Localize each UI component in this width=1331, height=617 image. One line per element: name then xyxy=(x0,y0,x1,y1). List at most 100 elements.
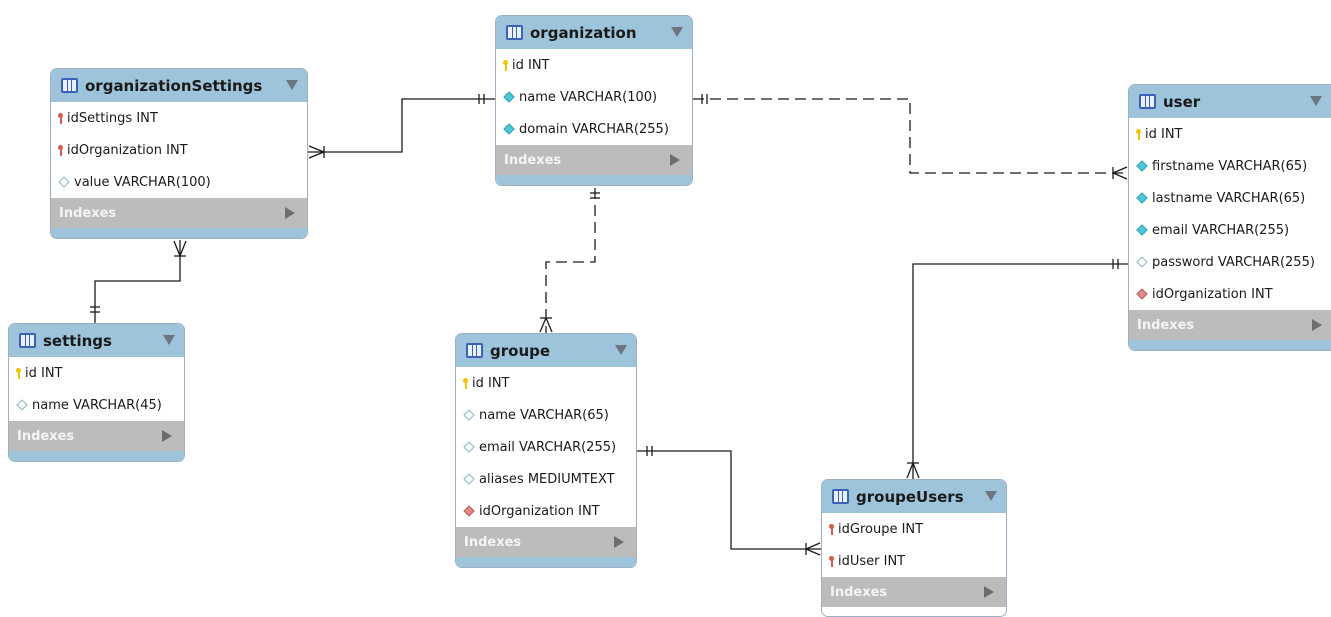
relationship-organization-user xyxy=(693,94,1128,180)
dropdown-arrow-icon[interactable] xyxy=(985,491,997,501)
column-label: idUser INT xyxy=(838,553,906,569)
entity-footer xyxy=(51,228,307,238)
dropdown-arrow-icon[interactable] xyxy=(615,345,627,355)
primary-key-icon xyxy=(16,367,21,379)
column-row[interactable]: id INT xyxy=(496,49,692,81)
relationship-settings-organizationSettings xyxy=(90,240,187,323)
entity-header[interactable]: organization xyxy=(496,16,692,49)
foreign-column-icon xyxy=(1136,288,1148,300)
dropdown-arrow-icon[interactable] xyxy=(163,335,175,345)
entity-title: organization xyxy=(530,23,637,42)
column-row[interactable]: idOrganization INT xyxy=(51,134,307,166)
expand-arrow-icon[interactable] xyxy=(162,430,172,442)
column-row[interactable]: email VARCHAR(255) xyxy=(1129,214,1331,246)
indexes-section[interactable]: Indexes xyxy=(1129,310,1331,340)
column-label: id INT xyxy=(1145,126,1183,142)
not-null-column-icon xyxy=(1136,160,1148,172)
expand-arrow-icon[interactable] xyxy=(984,586,994,598)
table-icon xyxy=(466,343,483,358)
indexes-section[interactable]: Indexes xyxy=(456,527,636,557)
table-icon xyxy=(1139,94,1156,109)
entity-organization[interactable]: organization id INT name VARCHAR(100) do… xyxy=(495,15,693,186)
indexes-section[interactable]: Indexes xyxy=(822,577,1006,607)
column-label: aliases MEDIUMTEXT xyxy=(479,471,615,487)
indexes-label: Indexes xyxy=(59,205,117,221)
column-row[interactable]: idGroupe INT xyxy=(822,513,1006,545)
column-row[interactable]: name VARCHAR(100) xyxy=(496,81,692,113)
primary-key-icon xyxy=(1136,128,1141,140)
column-row[interactable]: aliases MEDIUMTEXT xyxy=(456,463,636,495)
column-row[interactable]: firstname VARCHAR(65) xyxy=(1129,150,1331,182)
dropdown-arrow-icon[interactable] xyxy=(1310,96,1322,106)
column-row[interactable]: idUser INT xyxy=(822,545,1006,577)
dropdown-arrow-icon[interactable] xyxy=(286,80,298,90)
indexes-label: Indexes xyxy=(17,428,75,444)
column-label: name VARCHAR(45) xyxy=(32,397,162,413)
column-label: idOrganization INT xyxy=(67,142,188,158)
entity-header[interactable]: groupeUsers xyxy=(822,480,1006,513)
not-null-column-icon xyxy=(503,123,515,135)
column-row[interactable]: value VARCHAR(100) xyxy=(51,166,307,198)
entity-groupe[interactable]: groupe id INT name VARCHAR(65) email VAR… xyxy=(455,333,637,568)
indexes-section[interactable]: Indexes xyxy=(496,145,692,175)
column-label: password VARCHAR(255) xyxy=(1152,254,1315,270)
indexes-section[interactable]: Indexes xyxy=(51,198,307,228)
column-row[interactable]: id INT xyxy=(456,367,636,399)
column-row[interactable]: password VARCHAR(255) xyxy=(1129,246,1331,278)
entity-header[interactable]: groupe xyxy=(456,334,636,367)
nullable-column-icon xyxy=(16,399,28,411)
column-label: name VARCHAR(100) xyxy=(519,89,658,105)
column-row[interactable]: id INT xyxy=(1129,118,1331,150)
indexes-label: Indexes xyxy=(504,152,562,168)
column-label: id INT xyxy=(472,375,510,391)
column-row[interactable]: idSettings INT xyxy=(51,102,307,134)
indexes-label: Indexes xyxy=(830,584,888,600)
column-label: idSettings INT xyxy=(67,110,158,126)
dropdown-arrow-icon[interactable] xyxy=(671,27,683,37)
relationship-organization-organizationSettings xyxy=(308,94,495,159)
table-icon xyxy=(19,333,36,348)
column-row[interactable]: idOrganization INT xyxy=(456,495,636,527)
primary-key-icon xyxy=(503,59,508,71)
column-row[interactable]: name VARCHAR(45) xyxy=(9,389,184,421)
expand-arrow-icon[interactable] xyxy=(614,536,624,548)
column-row[interactable]: email VARCHAR(255) xyxy=(456,431,636,463)
entity-footer xyxy=(456,557,636,567)
entity-header[interactable]: settings xyxy=(9,324,184,357)
indexes-section[interactable]: Indexes xyxy=(9,421,184,451)
expand-arrow-icon[interactable] xyxy=(285,207,295,219)
expand-arrow-icon[interactable] xyxy=(670,154,680,166)
nullable-column-icon xyxy=(463,409,475,421)
entity-organizationSettings[interactable]: organizationSettings idSettings INT idOr… xyxy=(50,68,308,239)
column-label: email VARCHAR(255) xyxy=(1152,222,1290,238)
entity-header[interactable]: organizationSettings xyxy=(51,69,307,102)
entity-footer xyxy=(1129,340,1331,350)
column-label: firstname VARCHAR(65) xyxy=(1152,158,1308,174)
column-row[interactable]: name VARCHAR(65) xyxy=(456,399,636,431)
entity-header[interactable]: user xyxy=(1129,85,1331,118)
table-icon xyxy=(61,78,78,93)
entity-footer xyxy=(496,175,692,185)
not-null-column-icon xyxy=(1136,192,1148,204)
entity-settings[interactable]: settings id INT name VARCHAR(45) Indexes xyxy=(8,323,185,462)
column-row[interactable]: idOrganization INT xyxy=(1129,278,1331,310)
entity-title: organizationSettings xyxy=(85,76,263,95)
not-null-column-icon xyxy=(1136,224,1148,236)
relationship-groupe-groupeUsers xyxy=(637,446,821,556)
column-label: id INT xyxy=(512,57,550,73)
expand-arrow-icon[interactable] xyxy=(1312,319,1322,331)
column-label: idGroupe INT xyxy=(838,521,924,537)
column-row[interactable]: domain VARCHAR(255) xyxy=(496,113,692,145)
column-row[interactable]: id INT xyxy=(9,357,184,389)
column-label: domain VARCHAR(255) xyxy=(519,121,669,137)
nullable-column-icon xyxy=(58,176,70,188)
table-icon xyxy=(506,25,523,40)
column-label: idOrganization INT xyxy=(479,503,600,519)
column-row[interactable]: lastname VARCHAR(65) xyxy=(1129,182,1331,214)
entity-user[interactable]: user id INT firstname VARCHAR(65) lastna… xyxy=(1128,84,1331,351)
column-label: idOrganization INT xyxy=(1152,286,1273,302)
nullable-column-icon xyxy=(463,441,475,453)
entity-title: groupe xyxy=(490,341,551,360)
entity-groupeUsers[interactable]: groupeUsers idGroupe INT idUser INT Inde… xyxy=(821,479,1007,617)
column-label: lastname VARCHAR(65) xyxy=(1152,190,1306,206)
